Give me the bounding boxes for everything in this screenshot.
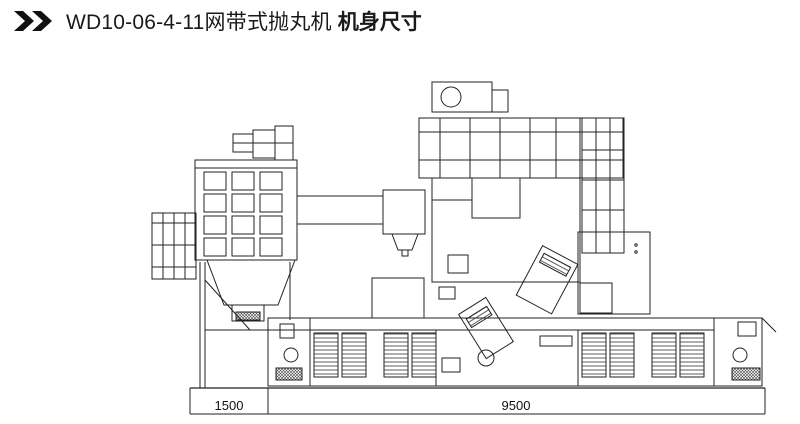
page-header: WD10-06-4-11网带式抛丸机 机身尺寸 [14,6,422,36]
dimension-label-main: 9500 [502,398,531,413]
title-section: 机身尺寸 [337,11,422,34]
elevator-separator [371,81,651,360]
dimension-label-left: 1500 [215,398,244,413]
conveyor-base [190,317,777,389]
dimension-lines [189,388,766,415]
double-chevron-right-icon [14,11,52,31]
title-model: WD10-06-4-11网带式抛丸机 [66,11,332,34]
dust-collector [151,125,426,388]
